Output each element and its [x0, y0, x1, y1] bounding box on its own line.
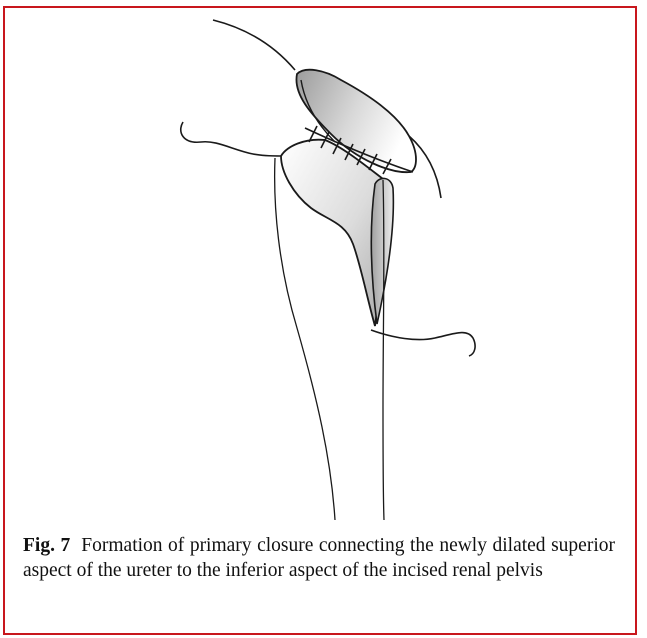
- left-hook-line: [181, 122, 281, 156]
- figure-label: Fig. 7: [23, 535, 70, 556]
- figure-caption: Fig. 7 Formation of primary closure conn…: [23, 534, 615, 583]
- figure-frame: Fig. 7 Formation of primary closure conn…: [3, 6, 637, 635]
- upper-arc-line: [213, 20, 295, 70]
- ureter-flap-right: [371, 178, 393, 324]
- ureter-right-wall: [383, 180, 384, 520]
- figure-caption-text: Formation of primary closure connecting …: [23, 535, 615, 581]
- pyeloplasty-illustration: [5, 8, 635, 528]
- lower-hook-line: [371, 330, 475, 356]
